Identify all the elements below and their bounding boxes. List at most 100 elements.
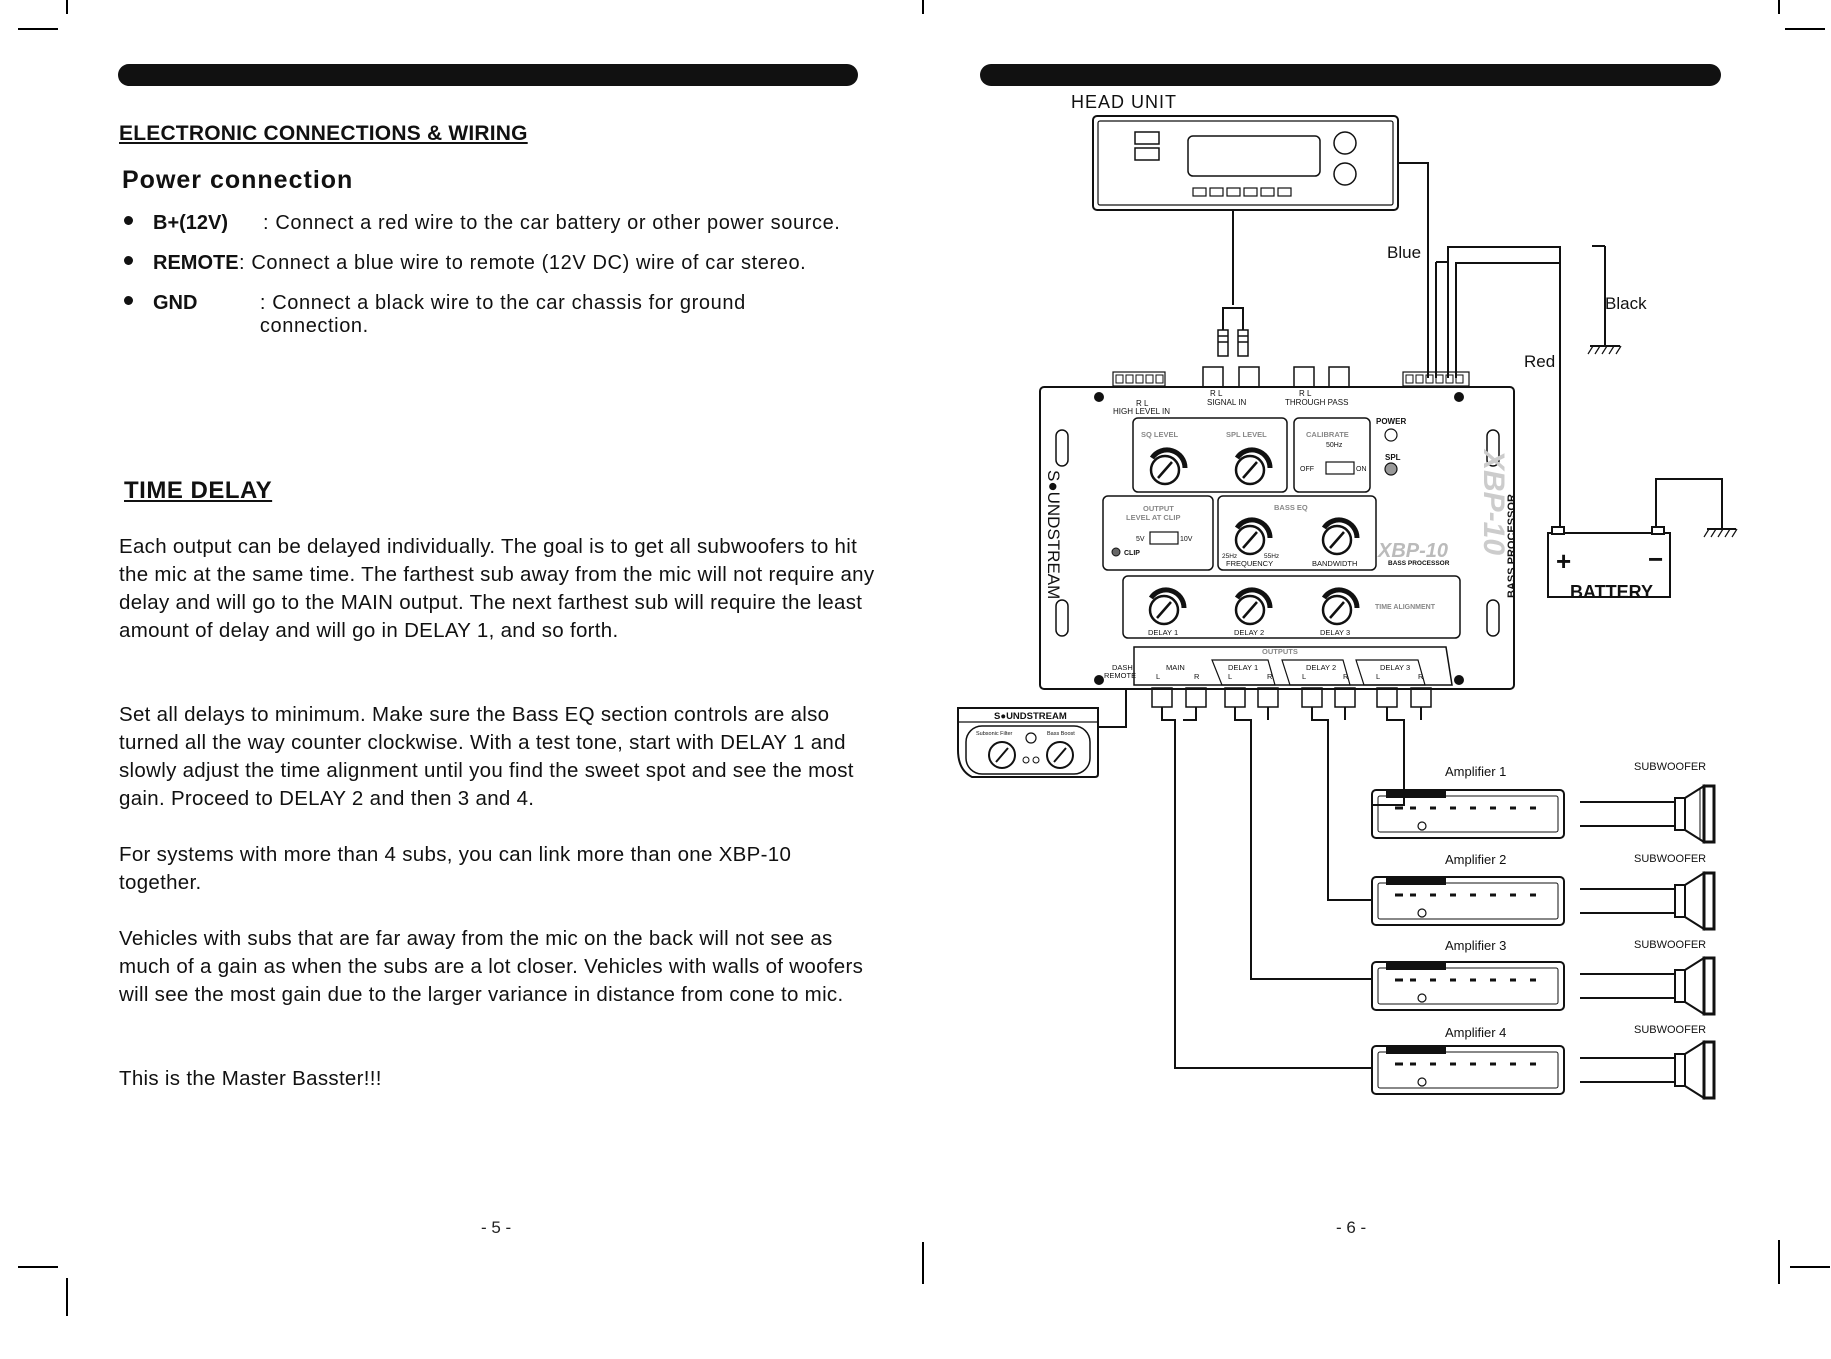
subwoofer [1674, 956, 1716, 1016]
through-pass-rl: R L [1299, 389, 1312, 398]
amplifier-1-label: Amplifier 1 [1445, 764, 1506, 779]
subwoofer [1674, 1040, 1716, 1100]
amplifier-3-label: Amplifier 3 [1445, 938, 1506, 953]
remote-label: REMOTE [1104, 671, 1136, 680]
spl-label: SPL [1385, 453, 1401, 462]
battery-label: BATTERY [1570, 582, 1653, 602]
blue-wire [1398, 162, 1429, 378]
amplifier [1371, 876, 1565, 926]
head-unit-label: HEAD UNIT [1071, 92, 1177, 112]
model-subtitle: BASS PROCESSOR [1388, 560, 1450, 567]
bullet-term: GND [153, 292, 198, 314]
amplifier [1371, 961, 1565, 1011]
calibrate-hz: 50Hz [1326, 442, 1343, 449]
off-label: OFF [1300, 466, 1314, 473]
subsonic-filter-label: Subsonic Filter [976, 731, 1013, 737]
crop-mark [1790, 1266, 1830, 1268]
delay2-knob-label: DELAY 2 [1234, 628, 1264, 637]
high-level-in-label: HIGH LEVEL IN [1113, 407, 1170, 416]
paragraph: Set all delays to minimum. Make sure the… [119, 703, 854, 810]
wiring-diagram-svg: HEAD UNIT Blue Black Red + − BATTERY HIG… [957, 92, 1738, 1100]
power-connection-title: Power connection [122, 166, 354, 194]
delay1-output-wire [1234, 707, 1372, 980]
delay3-knob-label: DELAY 3 [1320, 628, 1350, 637]
sq-level-label: SQ LEVEL [1141, 430, 1179, 439]
delay2-l: L [1302, 672, 1306, 681]
left-header-bar [118, 64, 858, 86]
delay2-r: R [1343, 672, 1349, 681]
amplifier [1371, 789, 1565, 839]
ground-symbol [1703, 503, 1738, 538]
crop-mark [18, 1266, 58, 1268]
55hz-label: 55Hz [1264, 553, 1279, 560]
battery [1547, 526, 1671, 598]
on-label: ON [1356, 466, 1367, 473]
section-title: ELECTRONIC CONNECTIONS & WIRING [119, 122, 528, 145]
remote-brand: S●UNDSTREAM [994, 711, 1067, 722]
output-level-label-2: LEVEL AT CLIP [1126, 513, 1180, 522]
subwoofer-label: SUBWOOFER [1634, 939, 1706, 951]
delay1-r: R [1267, 672, 1273, 681]
paragraph: For systems with more than 4 subs, you c… [119, 843, 792, 894]
crop-mark [1778, 0, 1780, 14]
delay2-output-wire [1311, 707, 1372, 901]
delay1-knob-label: DELAY 1 [1148, 628, 1178, 637]
bass-eq-label: BASS EQ [1274, 503, 1308, 512]
main-output-wire [1161, 707, 1372, 1069]
signal-in-rl: R L [1210, 389, 1223, 398]
red-wire-label: Red [1524, 352, 1555, 371]
clip-label: CLIP [1124, 550, 1140, 557]
bullet-desc: : Connect a blue wire to remote (12V DC)… [239, 252, 807, 274]
crop-mark [1785, 28, 1825, 30]
paragraph: Each output can be delayed individually.… [119, 535, 875, 642]
paragraph: This is the Master Basster!!! [119, 1067, 382, 1090]
outputs-label: OUTPUTS [1262, 647, 1298, 656]
signal-in-label: SIGNAL IN [1207, 398, 1246, 407]
blue-wire-label: Blue [1387, 243, 1421, 262]
model-logo: XBP-10 [1377, 540, 1448, 562]
bullet-desc: : Connect a black wire to the car chassi… [259, 292, 746, 337]
output-jacks [1151, 687, 1432, 708]
remote-wire [1098, 690, 1127, 728]
main-l: L [1156, 672, 1160, 681]
crop-mark [922, 0, 924, 14]
battery-plus: + [1556, 546, 1571, 576]
time-alignment-label: TIME ALIGNMENT [1375, 604, 1436, 611]
red-wire-stub [1455, 262, 1561, 533]
main-label: MAIN [1166, 663, 1185, 672]
main-r: R [1194, 672, 1200, 681]
page-number-left: - 5 - [481, 1218, 512, 1237]
subwoofer-label: SUBWOOFER [1634, 853, 1706, 865]
bass-processor [1039, 366, 1515, 690]
subwoofer-label: SUBWOOFER [1634, 761, 1706, 773]
head-unit [1092, 115, 1399, 211]
10v-label: 10V [1180, 536, 1193, 543]
wiring-diagram: HEAD UNIT Blue Black Red + − BATTERY HIG… [940, 90, 1831, 1130]
bullet-remote: REMOTE : Connect a blue wire to remote (… [124, 252, 844, 275]
battery-minus: − [1648, 544, 1663, 574]
dash-label: DASH [1112, 663, 1133, 672]
bandwidth-label: BANDWIDTH [1312, 559, 1357, 568]
crop-mark [66, 1278, 68, 1316]
amplifier-4-label: Amplifier 4 [1445, 1025, 1506, 1040]
amplifier-2-label: Amplifier 2 [1445, 852, 1506, 867]
crop-mark [66, 0, 68, 14]
delay1-out-label: DELAY 1 [1228, 663, 1258, 672]
power-label: POWER [1376, 417, 1406, 426]
25hz-label: 25Hz [1222, 553, 1237, 560]
brand-vertical: S●UNDSTREAM [1044, 470, 1063, 599]
output-level-label: OUTPUT [1143, 504, 1174, 513]
paragraph: Vehicles with subs that are far away fro… [119, 927, 864, 1006]
bass-boost-label: Bass Boost [1047, 731, 1075, 737]
subwoofer [1674, 871, 1716, 931]
delay1-l: L [1228, 672, 1232, 681]
bass-processor-vertical: BASS PROCESSOR [1506, 494, 1518, 598]
crop-mark [922, 1242, 924, 1284]
right-header-bar [980, 64, 1721, 86]
time-delay-title: TIME DELAY [124, 477, 273, 504]
bullet-gnd: GND : Connect a black wire to the car ch… [124, 292, 844, 338]
amplifier [1371, 1045, 1565, 1095]
calibrate-label: CALIBRATE [1306, 430, 1349, 439]
black-wire-label: Black [1605, 294, 1647, 313]
crop-mark [1778, 1240, 1780, 1284]
